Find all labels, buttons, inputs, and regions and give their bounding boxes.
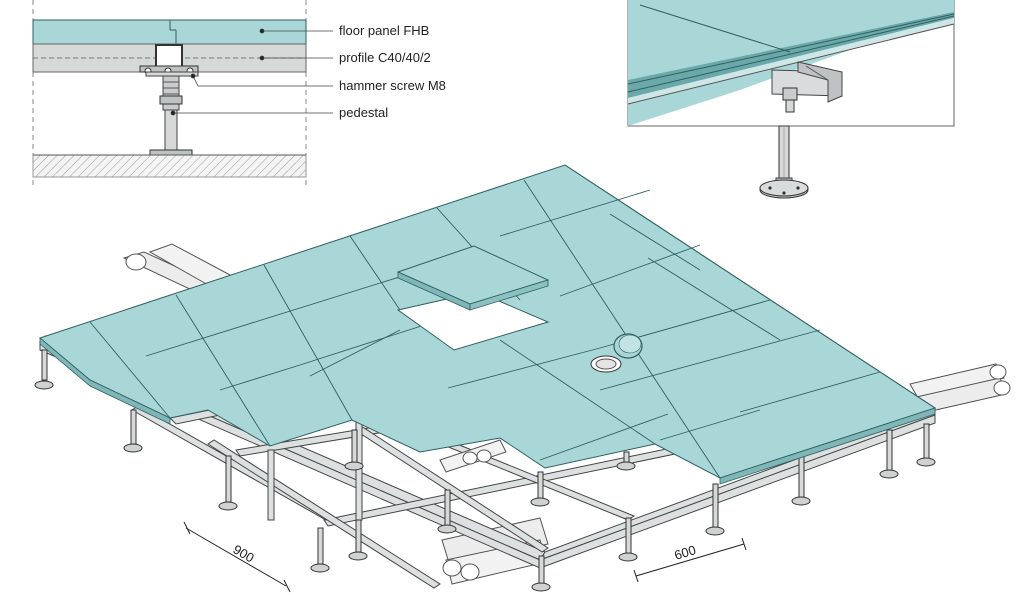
pedestal xyxy=(916,423,936,467)
label-profile: profile C40/40/2 xyxy=(339,50,431,65)
pedestal xyxy=(218,455,238,511)
pedestal xyxy=(616,451,636,471)
exposed-pipes xyxy=(439,439,507,473)
pedestal xyxy=(348,519,368,561)
label-hammer-screw: hammer screw M8 xyxy=(339,78,446,93)
pedestal xyxy=(344,429,364,471)
pedestal xyxy=(123,409,143,453)
dimension-depth: 900 xyxy=(183,521,291,593)
panel-surface xyxy=(38,164,937,485)
section-detail: floor panel FHB profile C40/40/2 hammer … xyxy=(32,0,446,185)
pedestal xyxy=(705,483,725,536)
isometric-floor: 900 600 xyxy=(34,164,1011,593)
pedestal xyxy=(34,349,54,390)
closeup-detail xyxy=(627,0,955,127)
dimension-width-label: 600 xyxy=(672,542,697,563)
pedestal xyxy=(437,489,457,534)
pedestal xyxy=(310,527,330,573)
pedestal xyxy=(879,429,899,479)
floor-outlet xyxy=(590,333,643,373)
pedestal xyxy=(618,517,638,562)
closeup-pedestal xyxy=(759,125,809,199)
pedestals xyxy=(34,303,936,592)
pedestal xyxy=(791,455,811,506)
pedestal xyxy=(530,471,550,507)
cable-tray-right xyxy=(909,363,1011,415)
pedestal xyxy=(531,555,551,592)
label-pedestal: pedestal xyxy=(339,105,388,120)
section-pedestal xyxy=(162,75,180,111)
dimension-width: 600 xyxy=(633,537,747,583)
dimension-depth-label: 900 xyxy=(231,542,257,566)
label-floor-panel: floor panel FHB xyxy=(339,23,429,38)
